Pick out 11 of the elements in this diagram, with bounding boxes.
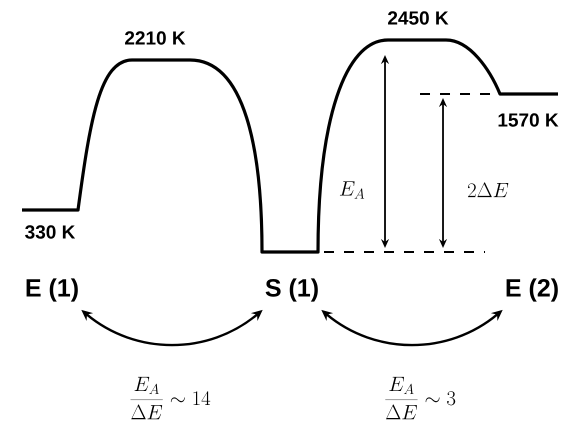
energy-label: $2\Delta E$ bbox=[468, 182, 508, 198]
state-label: E (1) bbox=[26, 278, 78, 302]
state-label: E (2) bbox=[506, 278, 558, 302]
ratio-label: $\frac{E_A}{\Delta E} \sim 14$ bbox=[130, 376, 210, 420]
temperature-label: 2210 K bbox=[125, 31, 186, 45]
energy-label: $E_A$ bbox=[340, 181, 364, 199]
state-label: S (1) bbox=[266, 278, 318, 302]
ratio-label: $\frac{E_A}{\Delta E} \sim 3$ bbox=[385, 376, 456, 420]
temperature-label: 1570 K bbox=[498, 113, 558, 127]
temperature-label: 2450 K bbox=[388, 11, 448, 25]
temperature-label: 330 K bbox=[25, 225, 76, 239]
